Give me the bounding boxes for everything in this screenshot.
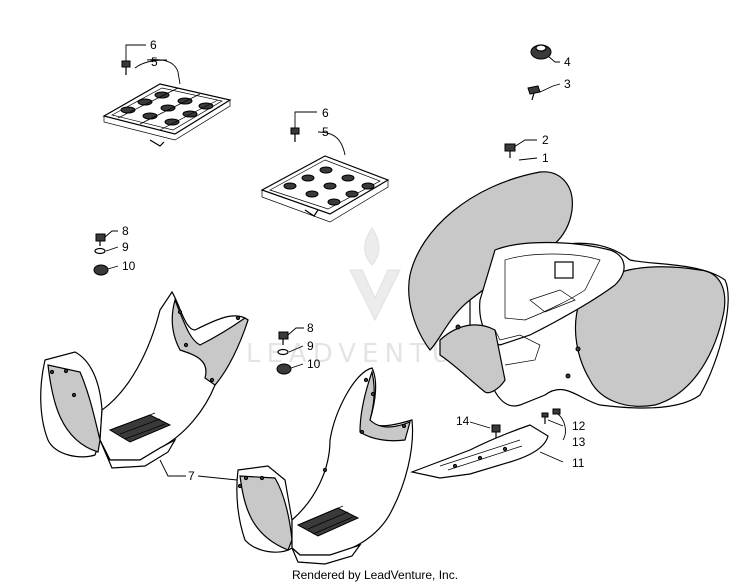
bolt-icon	[121, 60, 131, 75]
leader-lines	[104, 44, 566, 481]
bolt-icon	[491, 424, 501, 438]
bolt-icon	[95, 233, 106, 246]
callout-6: 6	[322, 106, 329, 120]
grommet-icon	[93, 264, 109, 276]
rack-upper-left	[102, 83, 232, 147]
washer-icon	[94, 247, 106, 255]
footwell-left	[40, 290, 249, 469]
callout-2: 2	[542, 133, 549, 147]
callout-14: 14	[456, 414, 470, 428]
callout-5: 5	[151, 55, 158, 69]
callout-11: 11	[572, 456, 585, 470]
rear-fender	[408, 171, 729, 409]
screw-icon	[527, 85, 541, 101]
callout-5: 5	[322, 125, 329, 139]
callout-10: 10	[122, 259, 136, 273]
callout-4: 4	[564, 55, 571, 69]
bolt-icon	[290, 127, 300, 142]
grommet-icon	[276, 363, 292, 375]
callout-1: 1	[542, 151, 549, 165]
callout-9: 9	[307, 339, 314, 353]
watermark-v-icon	[349, 269, 401, 322]
callout-3: 3	[564, 77, 571, 91]
watermark-flame-icon	[364, 227, 380, 266]
callout-8: 8	[307, 321, 314, 335]
rack-middle	[260, 155, 390, 223]
bolt-icon	[278, 331, 289, 345]
footwell-right	[236, 367, 414, 565]
bolt-icon	[504, 143, 516, 158]
callout-9: 9	[122, 240, 129, 254]
footer-credit: Rendered by LeadVenture, Inc.	[291, 568, 459, 582]
nut-icon	[552, 408, 561, 415]
callout-6: 6	[150, 38, 157, 52]
washer-icon	[277, 348, 289, 356]
callout-7: 7	[188, 469, 195, 483]
callout-13: 13	[572, 435, 586, 449]
grommet-icon	[530, 44, 552, 60]
callout-8: 8	[122, 224, 129, 238]
callout-12: 12	[572, 419, 586, 433]
callout-labels: 6 5 6 5 4 3 2 1 8 9 10 8 9 10 7 14 12 13…	[122, 38, 586, 483]
callout-10: 10	[307, 357, 321, 371]
splash-guard	[409, 424, 549, 479]
screw-icon	[541, 412, 549, 424]
